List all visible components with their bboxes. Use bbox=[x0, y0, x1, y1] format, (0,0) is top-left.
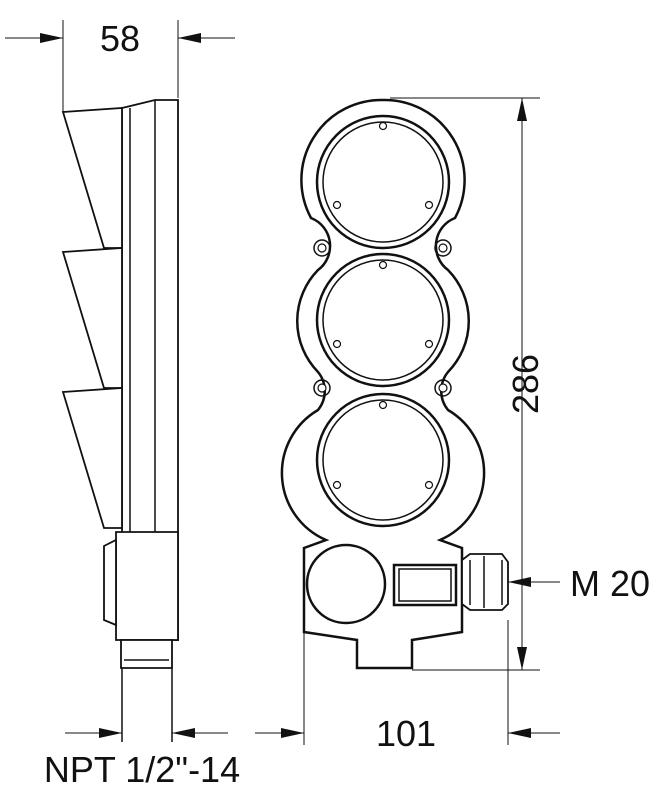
thread-label: NPT 1/2"-14 bbox=[44, 749, 240, 790]
front-view bbox=[255, 97, 560, 745]
dim-width-front-label: 101 bbox=[376, 713, 436, 754]
dim-width-side-label: 58 bbox=[100, 18, 140, 59]
dim-height-label: 286 bbox=[505, 354, 546, 414]
cable-gland-label: M 20 bbox=[570, 563, 650, 604]
side-view bbox=[5, 20, 235, 742]
